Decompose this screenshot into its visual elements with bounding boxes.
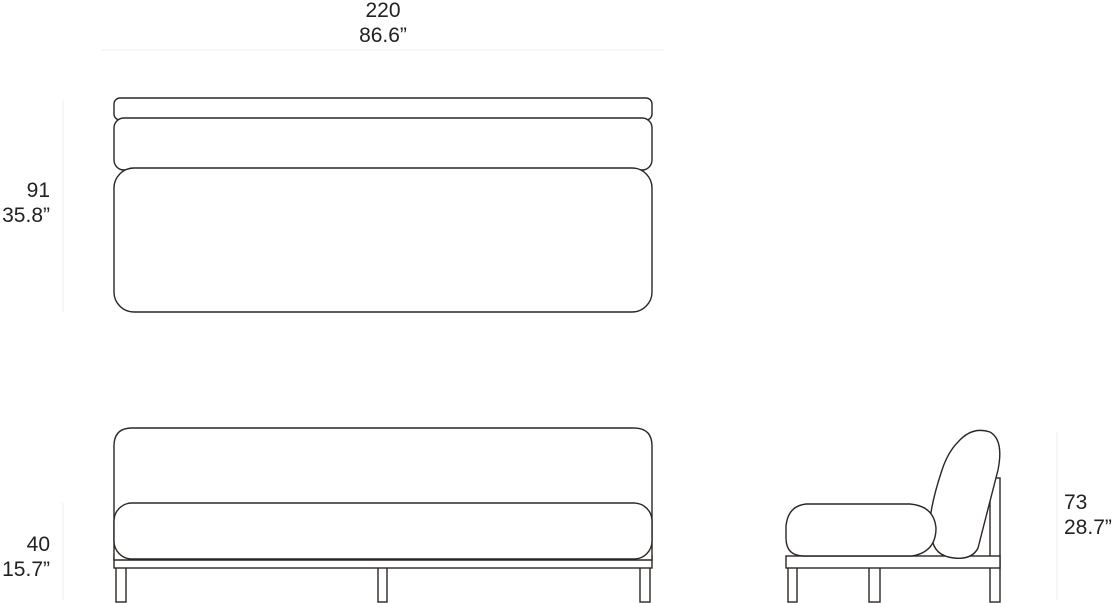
depth-dimension-label: 91 35.8”: [0, 178, 50, 228]
side-view-seat-cushion: [785, 503, 937, 557]
width-dimension-label: 220 86.6”: [333, 0, 433, 48]
seat-height-metric: 40: [26, 533, 50, 556]
seat-height-dimension-label: 40 15.7”: [0, 532, 50, 582]
top-view-seat-cushion: [113, 167, 653, 313]
seat-height-imperial: 15.7”: [2, 558, 50, 581]
width-imperial: 86.6”: [359, 24, 407, 47]
top-view-backrest: [113, 117, 653, 171]
side-view-base-frame: [785, 555, 1001, 569]
side-view-backrest: [929, 429, 1001, 559]
side-view: [785, 429, 1001, 603]
top-view: [113, 97, 653, 313]
total-height-dimension-label: 73 28.7”: [1064, 490, 1118, 540]
front-view-seat-cushion: [113, 502, 653, 560]
width-metric: 220: [365, 0, 401, 22]
front-view: [113, 427, 653, 603]
top-view-back-frame: [113, 97, 653, 121]
depth-metric: 91: [26, 179, 50, 202]
total-height-imperial: 28.7”: [1064, 516, 1112, 539]
total-height-metric: 73: [1064, 491, 1088, 514]
depth-imperial: 35.8”: [2, 204, 50, 227]
